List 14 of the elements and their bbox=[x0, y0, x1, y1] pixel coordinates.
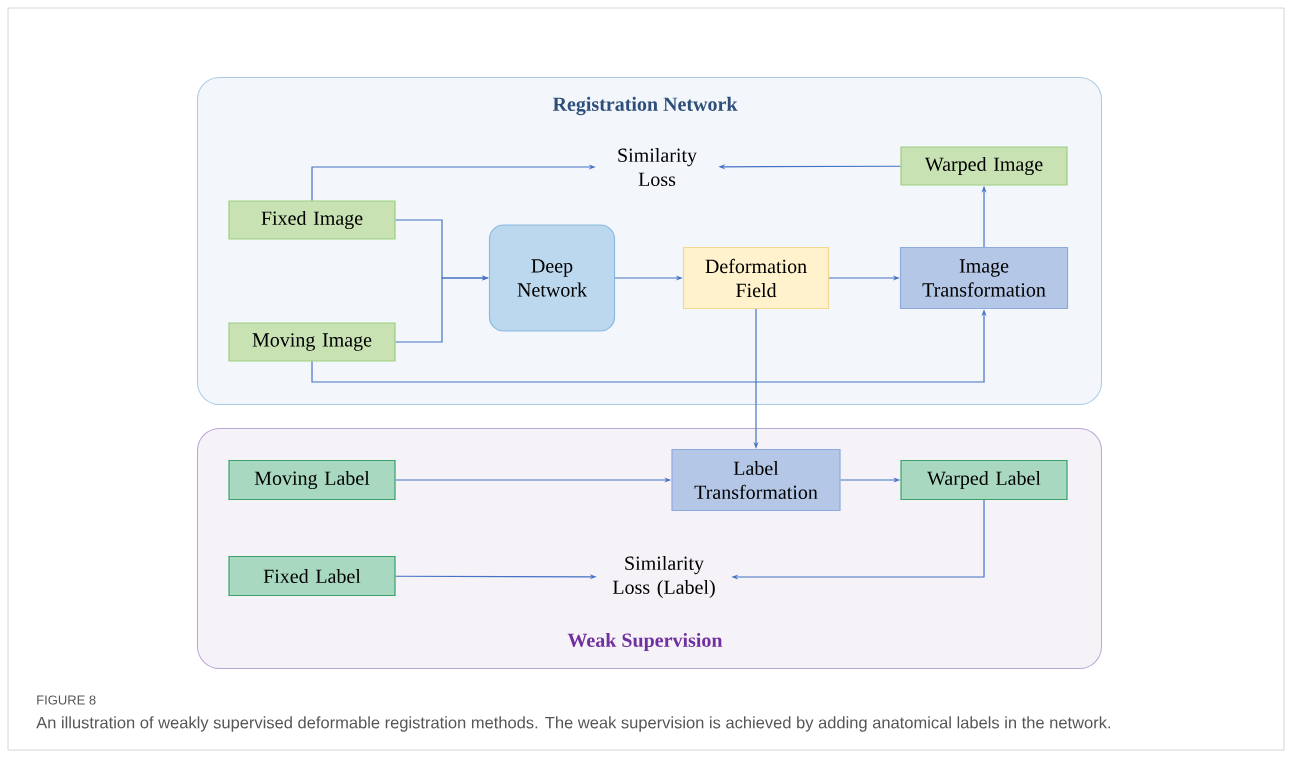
process-box: Moving Image bbox=[228, 322, 396, 362]
loss-label: Similarity Loss (Label) bbox=[612, 555, 715, 599]
caption: An illustration of weakly supervised deformable registration methods. The weak supervision is achieved by adding anatomical labels in the network. bbox=[36, 716, 1110, 732]
loss-label: Similarity Loss bbox=[618, 147, 697, 187]
figure-number: FIGURE 8 bbox=[37, 695, 96, 705]
process-box: Moving Label bbox=[228, 459, 396, 501]
process-box: Fixed Image bbox=[228, 200, 396, 240]
process-box: Image Transformation bbox=[899, 246, 1069, 310]
process-box: Warped Image bbox=[900, 146, 1068, 186]
network-box: Deep Network bbox=[488, 224, 616, 332]
process-box: Label Transformation bbox=[671, 448, 841, 512]
process-box: Warped Label bbox=[900, 459, 1068, 501]
process-box: Fixed Label bbox=[228, 555, 396, 597]
process-box: Deformation Field bbox=[682, 246, 830, 310]
